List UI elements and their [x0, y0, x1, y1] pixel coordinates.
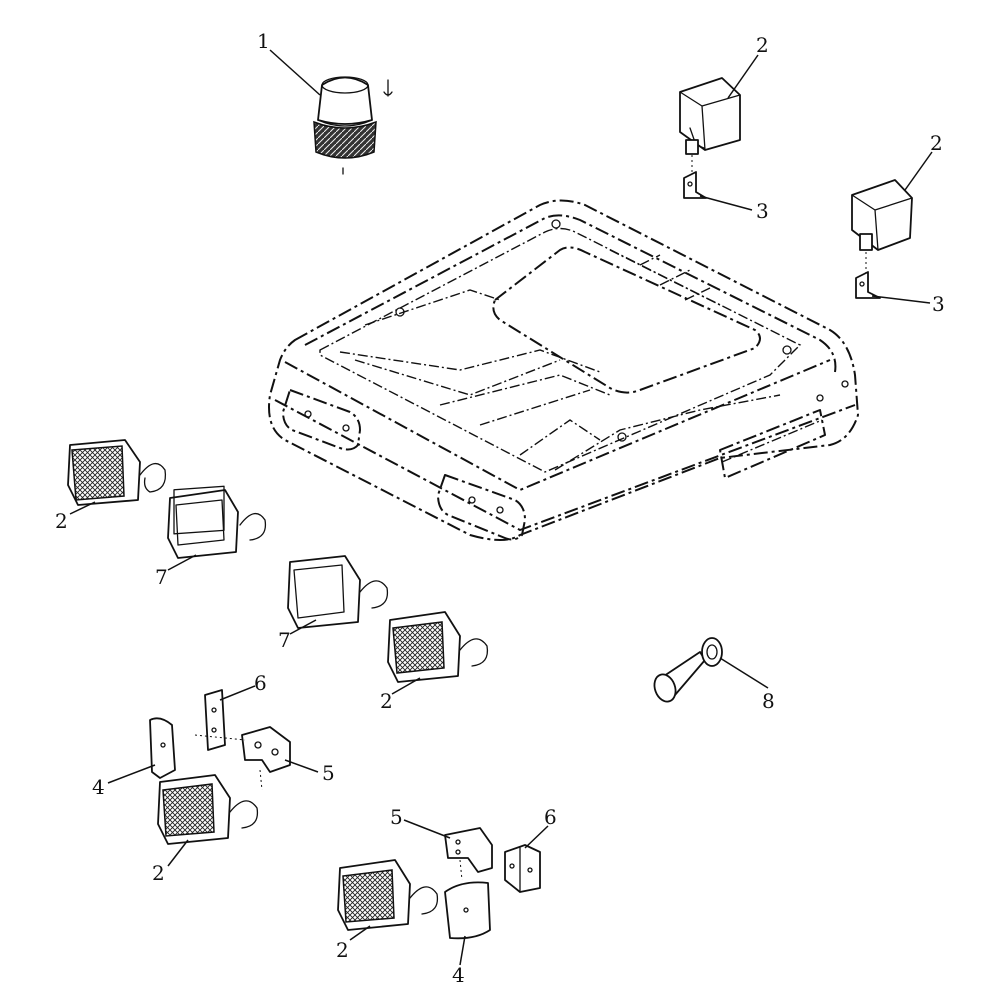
callout-5: 5 [322, 761, 335, 785]
cab-roof [268, 199, 859, 541]
callout-3: 3 [932, 292, 945, 316]
callout-4: 4 [452, 963, 465, 987]
callout-2: 2 [380, 689, 393, 713]
front-lamp-left-2 [67, 439, 167, 506]
leader-lines [69, 49, 933, 966]
callout-7: 7 [155, 565, 168, 589]
rear-lamp-bottom-2 [337, 859, 439, 931]
callout-8: 8 [762, 689, 775, 713]
callout-3: 3 [756, 199, 769, 223]
callout-2: 2 [152, 861, 165, 885]
callout-6: 6 [544, 805, 557, 829]
rear-lamp-left-2 [157, 774, 259, 845]
callout-5: 5 [390, 805, 403, 829]
callout-2: 2 [756, 33, 769, 57]
callout-6: 6 [254, 671, 267, 695]
bracket-set-bottom [444, 827, 541, 940]
callout-7: 7 [278, 628, 291, 652]
front-lamp-center-2 [387, 611, 489, 683]
callout-4: 4 [92, 775, 105, 799]
rotating-beacon [313, 76, 393, 175]
callout-2: 2 [55, 509, 68, 533]
front-lamp-center-7 [287, 555, 389, 629]
callout-2: 2 [336, 938, 349, 962]
bracket-set-left [149, 689, 291, 791]
work-lamp-top-2 [851, 179, 913, 299]
callout-labels: 1 2 3 2 3 2 7 7 2 8 6 5 4 2 5 6 2 4 [55, 29, 945, 987]
horn [653, 637, 723, 703]
front-lamp-left-7 [167, 485, 267, 559]
callout-2: 2 [930, 131, 943, 155]
work-lamp-top-1 [679, 77, 741, 199]
callout-1: 1 [257, 29, 270, 53]
